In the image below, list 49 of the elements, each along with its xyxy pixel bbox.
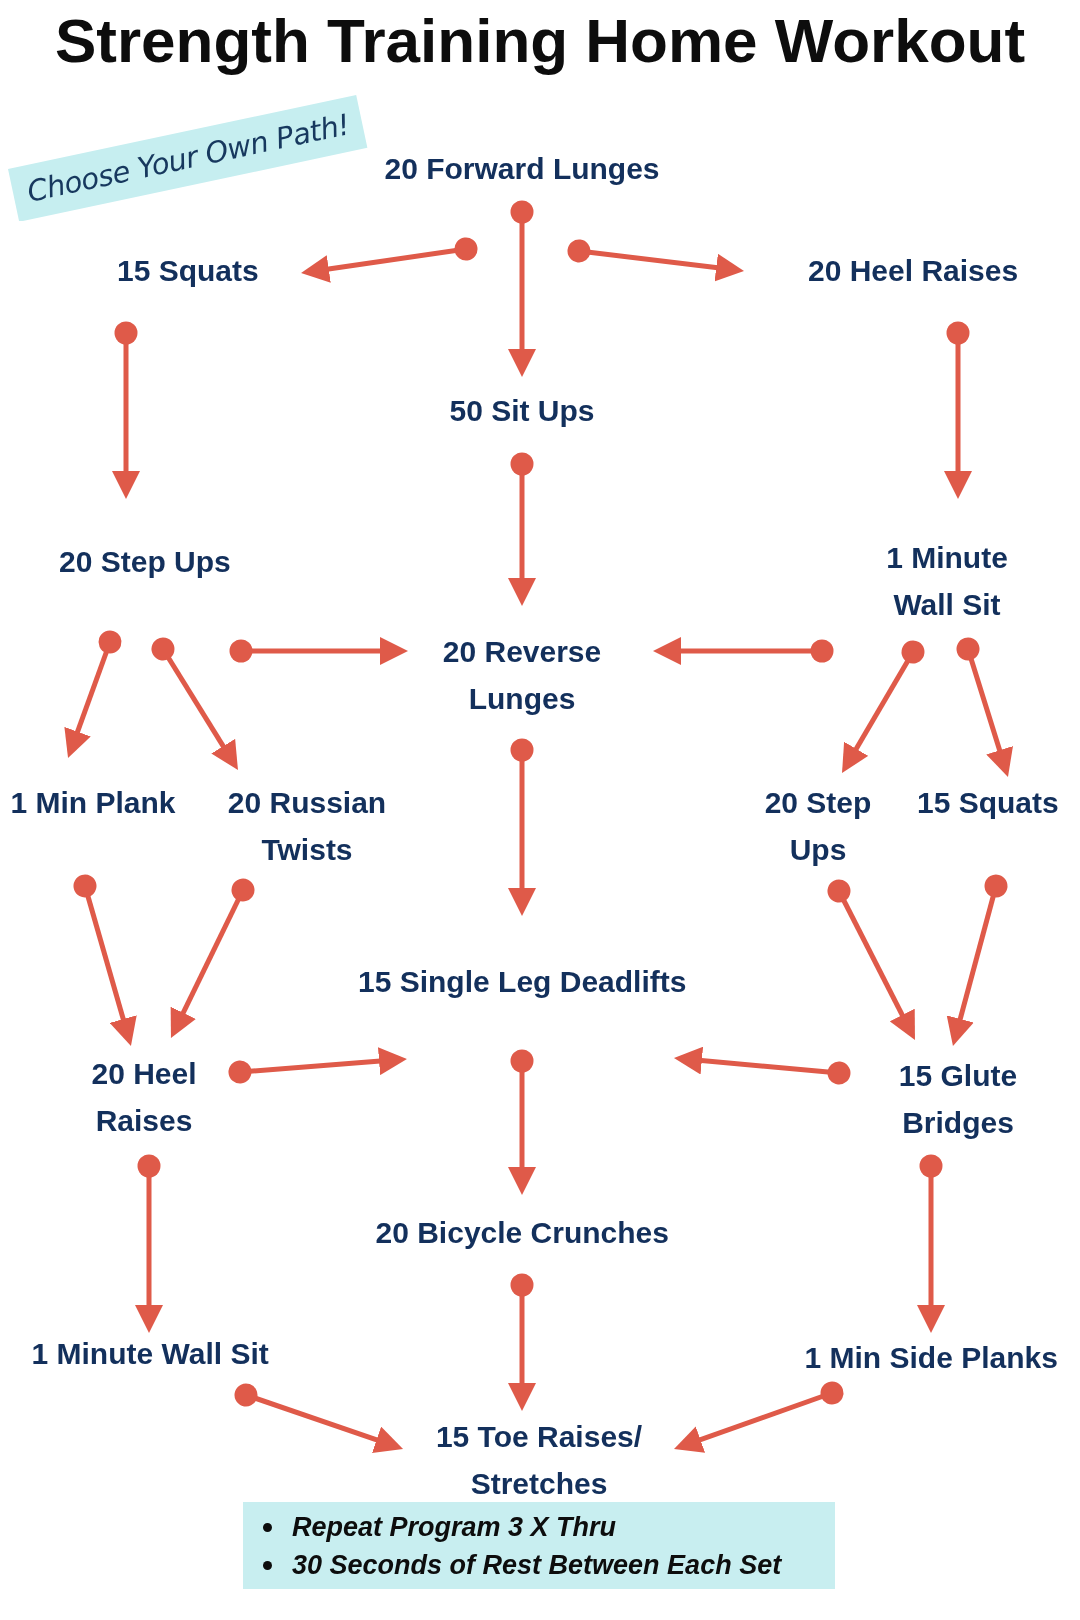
exercise-label: 20 Step Ups <box>764 779 872 873</box>
exercise-label: 20 Heel Raises <box>808 246 1019 294</box>
exercise-label: 20 Heel Raises <box>91 1050 197 1144</box>
exercise-label: 15 Toe Raises/ Stretches <box>435 1413 643 1507</box>
arrow <box>151 637 238 770</box>
arrow <box>944 321 972 499</box>
arrow <box>135 1154 163 1333</box>
arrow <box>73 874 137 1046</box>
arrow <box>567 239 744 282</box>
exercise-label: 15 Glute Bridges <box>898 1052 1018 1146</box>
note-item: 30 Seconds of Rest Between Each Set <box>291 1549 783 1582</box>
arrow <box>827 879 915 1040</box>
exercise-label: 20 Step Ups <box>59 537 231 585</box>
exercise-label: 1 Minute Wall Sit <box>31 1329 269 1377</box>
arrow <box>508 452 536 606</box>
exercise-label: 20 Reverse Lunges <box>442 628 602 722</box>
arrow <box>508 738 536 916</box>
arrow <box>653 637 834 665</box>
arrow <box>508 1049 536 1195</box>
exercise-label: 1 Min Side Planks <box>804 1333 1058 1381</box>
arrow <box>674 1381 844 1453</box>
exercise-label: 20 Bicycle Crunches <box>375 1208 669 1256</box>
banner-text: Choose Your Own Path! <box>23 106 354 211</box>
arrow <box>301 237 478 283</box>
banner <box>8 94 368 222</box>
exercise-label: 15 Squats <box>917 778 1059 826</box>
exercise-label: 20 Russian Twists <box>227 779 387 873</box>
exercise-label: 20 Forward Lunges <box>384 144 660 192</box>
exercise-label: 50 Sit Ups <box>449 386 595 434</box>
arrow <box>673 1046 851 1085</box>
title: Strength Training Home Workout <box>54 5 1026 77</box>
arrow <box>508 200 536 377</box>
arrow <box>842 640 925 773</box>
arrow <box>170 878 255 1038</box>
arrow <box>64 630 122 758</box>
arrow <box>229 637 408 665</box>
exercise-label: 15 Single Leg Deadlifts <box>358 957 687 1005</box>
arrow <box>946 874 1008 1046</box>
arrow <box>508 1273 536 1411</box>
arrow <box>112 321 140 499</box>
arrow <box>917 1154 945 1333</box>
note-panel <box>243 1502 835 1589</box>
arrow <box>228 1047 407 1084</box>
exercise-label: 1 Min Plank <box>10 778 176 826</box>
exercise-label: 15 Squats <box>117 246 259 294</box>
note-item: Repeat Program 3 X Thru <box>291 1511 618 1544</box>
arrow <box>956 637 1013 777</box>
arrow <box>234 1383 404 1454</box>
exercise-label: 1 Minute Wall Sit <box>886 534 1008 628</box>
